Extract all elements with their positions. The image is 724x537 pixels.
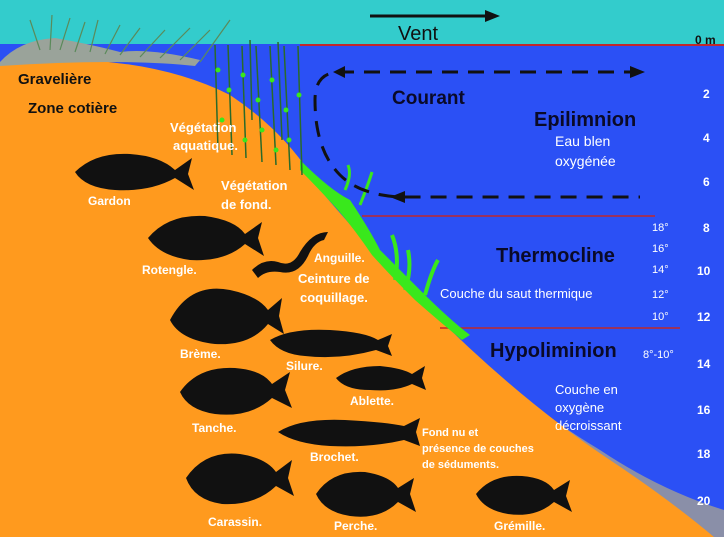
bottom-label-3: de séduments. [422, 459, 499, 471]
gremille-label: Grémille. [494, 519, 545, 533]
depth-tick-4: 4 [703, 131, 710, 145]
temp-label-12: 12° [652, 289, 669, 301]
temp-label-14: 14° [652, 264, 669, 276]
epilimnion-desc-2: oxygénée [555, 153, 616, 169]
bottom-veg-label-2: de fond. [221, 197, 272, 212]
bottom-label-1: Fond nu et [422, 427, 479, 439]
aquatic-veg-label-1: Végétation [170, 120, 237, 135]
carassin-label: Carassin. [208, 515, 262, 529]
aquatic-veg-label-2: aquatique. [173, 138, 238, 153]
thermocline-desc: Couche du saut thermique [440, 286, 592, 301]
epilimnion-label: Epilimnion [534, 109, 636, 131]
perche-label: Perche. [334, 519, 377, 533]
temp-label-10: 10° [652, 311, 669, 323]
depth-tick-16: 16 [697, 403, 711, 417]
wind-label: Vent [398, 23, 438, 45]
thermocline-label: Thermocline [496, 245, 615, 267]
anguille-label: Anguille. [314, 251, 365, 265]
coastal-zone-label: Zone cotière [28, 100, 117, 117]
depth-tick-8: 8 [703, 221, 710, 235]
depth-tick-0: 0 m [695, 33, 716, 47]
epilimnion-desc-1: Eau blen [555, 133, 610, 149]
brochet-label: Brochet. [310, 450, 359, 464]
hypolimnion-label: Hypoliminion [490, 340, 617, 362]
rotengle-label: Rotengle. [142, 263, 197, 277]
depth-tick-18: 18 [697, 447, 711, 461]
sky-band [0, 0, 724, 44]
depth-tick-12: 12 [697, 310, 711, 324]
bottom-label-2: présence de couches [422, 443, 534, 455]
depth-tick-20: 20 [697, 494, 711, 508]
temp-label-18: 18° [652, 222, 669, 234]
temp-label-16: 16° [652, 243, 669, 255]
bottom-veg-label-1: Végétation [221, 178, 288, 193]
gravel-pit-label: Gravelière [18, 71, 91, 88]
hypolimnion-desc-1: Couche en [555, 382, 618, 397]
hypolimnion-desc-2: oxygène [555, 400, 604, 415]
depth-tick-6: 6 [703, 175, 710, 189]
silure-label: Silure. [286, 359, 323, 373]
tanche-label: Tanche. [192, 421, 236, 435]
breme-label: Brème. [180, 347, 221, 361]
shells-label-2: coquillage. [300, 290, 368, 305]
hypolimnion-temp: 8°-10° [643, 349, 674, 361]
ablette-label: Ablette. [350, 394, 394, 408]
depth-tick-2: 2 [703, 87, 710, 101]
shells-label-1: Ceinture de [298, 271, 370, 286]
depth-tick-14: 14 [697, 357, 711, 371]
hypolimnion-desc-3: décroissant [555, 418, 622, 433]
gardon-label: Gardon [88, 194, 131, 208]
current-label: Courant [392, 88, 466, 109]
depth-tick-10: 10 [697, 264, 711, 278]
